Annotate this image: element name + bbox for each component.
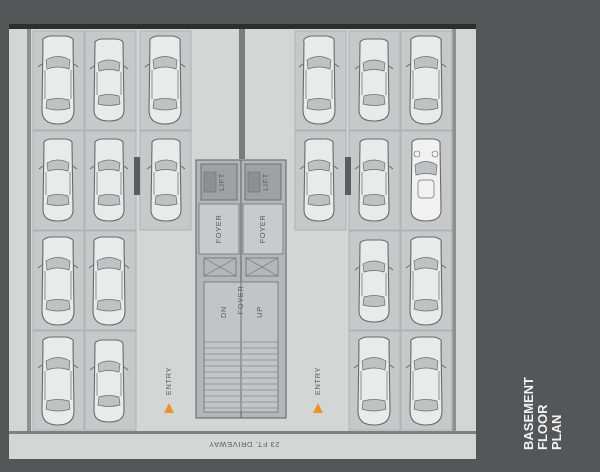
title-line-3: PLAN — [549, 415, 564, 450]
foyer-left — [198, 203, 240, 255]
stair-dn-label: DN — [219, 306, 228, 318]
entry-marker-left — [164, 403, 174, 413]
column-right — [345, 157, 351, 195]
entry-label-left: ENTRY — [164, 367, 173, 395]
foyer-label-left: FOYER — [214, 215, 223, 244]
title-line-2: FLOOR — [535, 404, 550, 450]
driveway-edge — [9, 431, 476, 434]
left-wall — [27, 29, 31, 431]
entry-label-right: ENTRY — [313, 367, 322, 395]
foyer-right — [242, 203, 284, 255]
title-line-1: BASEMENT — [521, 377, 536, 450]
lift-label-right: LIFT — [261, 173, 270, 191]
plan-title: BASEMENT FLOOR PLAN — [521, 377, 564, 450]
right-wall — [452, 29, 456, 431]
top-wall — [9, 24, 476, 29]
lift-label-left: LIFT — [217, 173, 226, 191]
driveway-label: 23 FT. DRIVEWAY — [208, 440, 279, 449]
service-core — [195, 159, 287, 419]
stair-up-label: UP — [255, 306, 264, 318]
stair-foyer-label: FOYER — [236, 286, 245, 315]
entry-marker-right — [313, 403, 323, 413]
foyer-label-right: FOYER — [258, 215, 267, 244]
column-left — [134, 157, 140, 195]
center-divider — [239, 29, 245, 159]
